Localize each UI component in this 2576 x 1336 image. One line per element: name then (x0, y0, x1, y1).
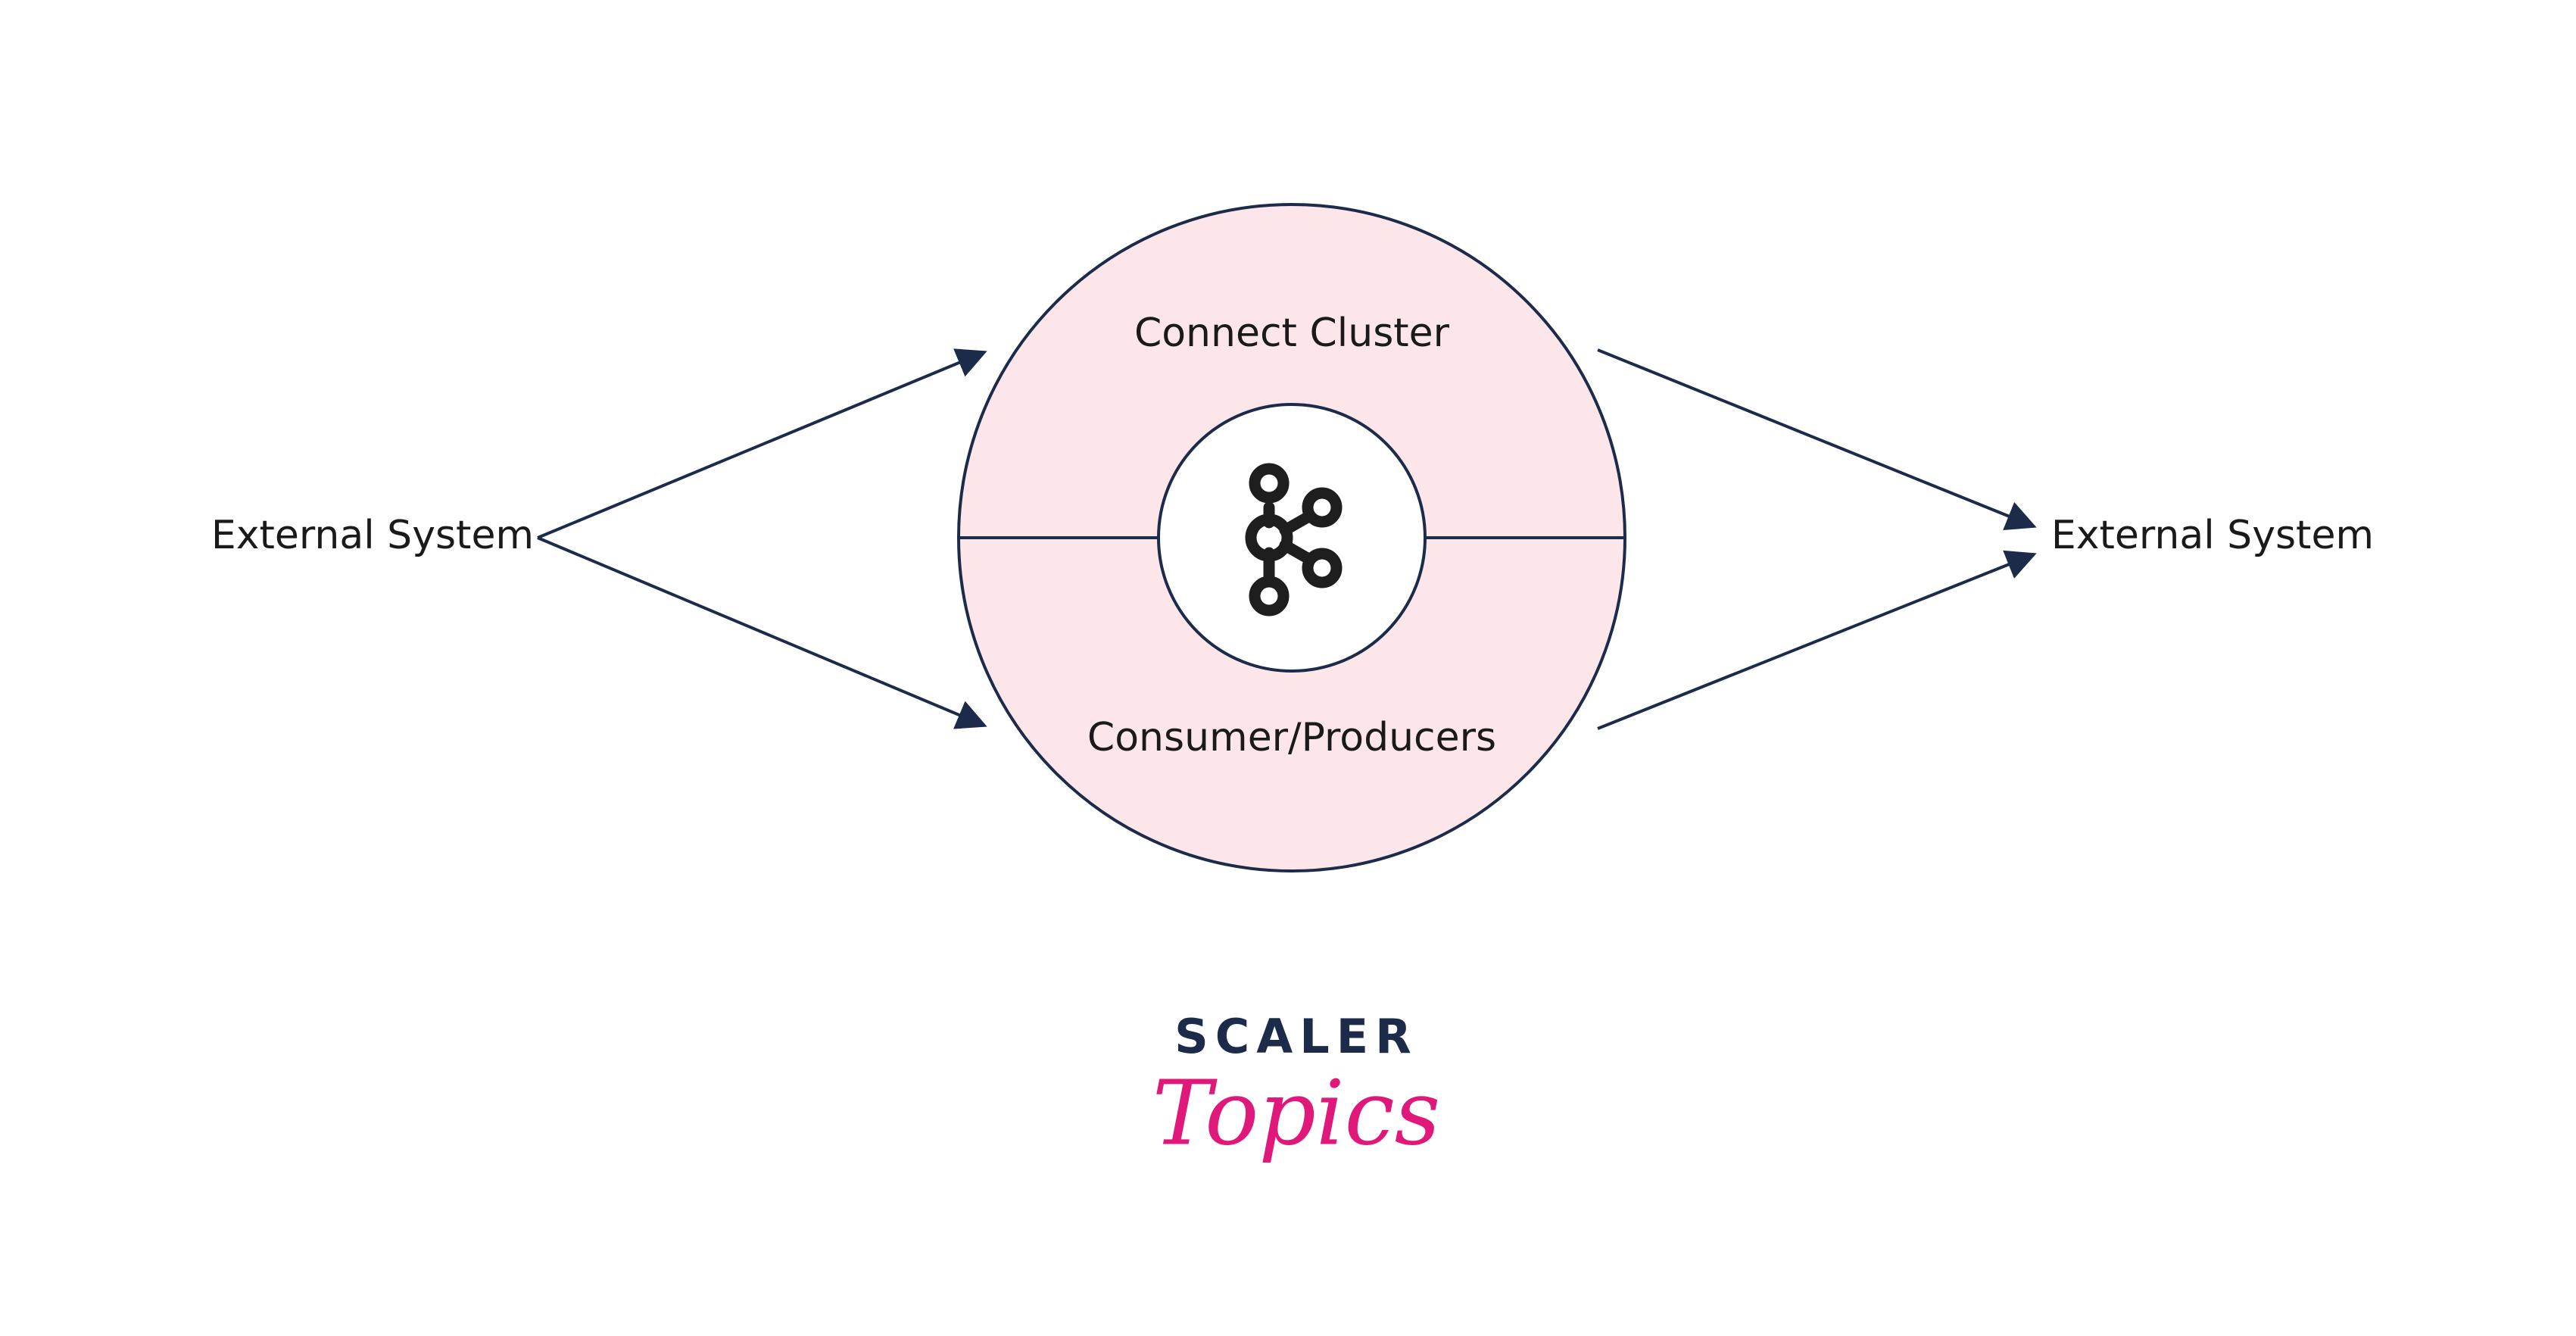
consumer-producers-label: Consumer/Producers (1087, 715, 1496, 760)
right-external-system-label: External System (2051, 513, 2374, 558)
arrow-left-to-connect-cluster (537, 348, 987, 539)
arrow-connect-cluster-to-right (1597, 348, 2037, 531)
hub: Connect Cluster Consumer/Producers (957, 203, 1626, 872)
connect-cluster-label: Connect Cluster (1134, 311, 1450, 356)
brand-scaler-text: SCALER (1174, 1009, 1418, 1064)
brand-topics-text: Topics (1152, 1061, 1441, 1166)
arrow-left-to-consumer-producers (537, 536, 987, 729)
left-external-system-label: External System (211, 513, 534, 558)
scaler-topics-logo: SCALER Topics (1152, 1009, 1441, 1166)
kafka-icon (1245, 463, 1343, 616)
arrow-consumer-producers-to-right (1597, 550, 2037, 730)
